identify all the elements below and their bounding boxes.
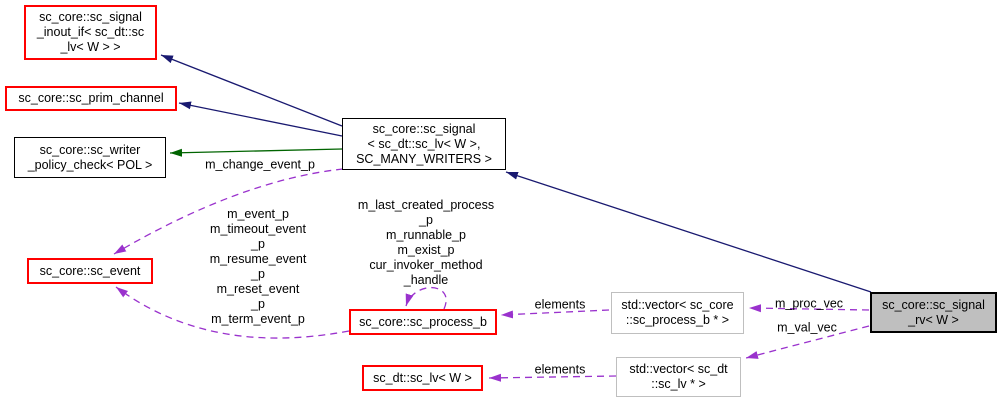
edge-usage-process-b-self-loop: [405, 286, 447, 310]
edge-inherit-signal-to-writer-policy-check: [169, 148, 343, 157]
edge-label-m-change-event-p: m_change_event_p: [205, 157, 315, 172]
edge-label-process-self-members: m_last_created_process _p m_runnable_p m…: [357, 198, 495, 287]
edge-label-elements-top: elements: [534, 297, 586, 312]
node-sc-prim-channel[interactable]: sc_core::sc_prim_channel: [5, 86, 177, 111]
edge-usage-signal-rv-m-val-vec: [745, 325, 870, 359]
node-std-vector-sc-lv: std::vector< sc_dt ::sc_lv * >: [616, 357, 741, 397]
node-sc-signal-inout-if[interactable]: sc_core::sc_signal _inout_if< sc_dt::sc …: [24, 5, 157, 60]
node-sc-writer-policy-check[interactable]: sc_core::sc_writer _policy_check< POL >: [14, 137, 166, 178]
edge-label-m-proc-vec: m_proc_vec: [774, 296, 844, 311]
node-sc-process-b[interactable]: sc_core::sc_process_b: [349, 309, 497, 335]
edge-usage-vector-process-b-elements: [500, 309, 610, 319]
edge-usage-signal-to-event-m-change-event-p: [113, 168, 344, 255]
node-sc-signal-rv-current: sc_core::sc_signal _rv< W >: [870, 292, 997, 333]
edge-label-m-val-vec: m_val_vec: [777, 320, 837, 335]
edge-label-elements-bottom: elements: [534, 362, 586, 377]
edge-label-event-members: m_event_p m_timeout_event _p m_resume_ev…: [209, 207, 307, 326]
node-sc-signal[interactable]: sc_core::sc_signal < sc_dt::sc_lv< W >, …: [342, 118, 506, 170]
edge-inherit-signal-rv-to-signal: [505, 171, 872, 293]
node-sc-event[interactable]: sc_core::sc_event: [27, 258, 153, 284]
edge-usage-signal-rv-m-proc-vec: [748, 304, 870, 313]
node-std-vector-sc-process-b: std::vector< sc_core ::sc_process_b * >: [611, 292, 744, 334]
edge-inherit-signal-to-prim-channel: [178, 101, 343, 137]
node-sc-dt-sc-lv[interactable]: sc_dt::sc_lv< W >: [362, 365, 483, 391]
edge-inherit-signal-to-signal-inout-if: [160, 54, 343, 127]
edge-usage-vector-sc-lv-elements: [488, 373, 617, 382]
